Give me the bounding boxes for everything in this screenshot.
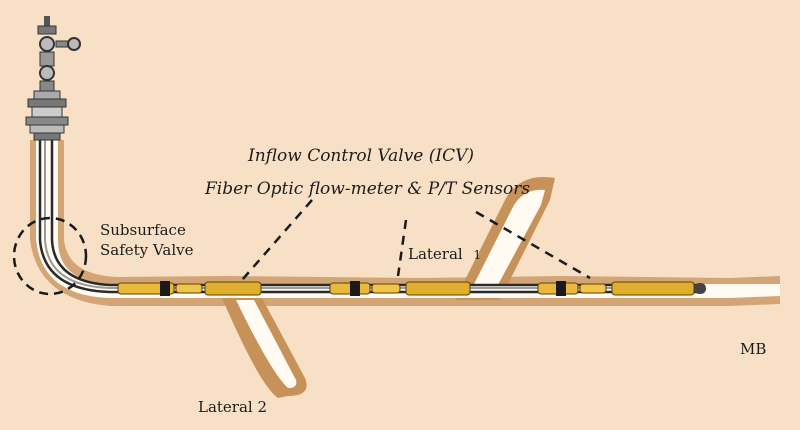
- sssv-label-line-1: Subsurface: [100, 221, 186, 239]
- leader-line-tool-2: [396, 219, 408, 277]
- sssv-highlight: [12, 216, 88, 296]
- completion-tools: [117, 281, 706, 296]
- fiber-optic-label: Fiber Optic flow-meter & P/T Sensors: [205, 179, 531, 199]
- leader-line-tool-1: [241, 199, 313, 281]
- mb-label: MB: [740, 340, 767, 358]
- icv-label: Inflow Control Valve (ICV): [248, 146, 475, 166]
- tool-segment: [611, 281, 695, 296]
- lateral-1-label: Lateral 1: [408, 245, 481, 263]
- packer: [556, 281, 566, 296]
- sssv-label-line-2: Safety Valve: [100, 241, 194, 259]
- leader-lines: [241, 199, 591, 281]
- tool-segment: [405, 281, 471, 296]
- tool-segment: [371, 283, 401, 294]
- leader-line-tool-3: [475, 210, 591, 280]
- packer: [160, 281, 170, 296]
- tool-segment: [204, 281, 262, 296]
- lateral-1-number: 1: [473, 248, 482, 262]
- lateral-1-text: Lateral: [408, 245, 463, 263]
- tool-segment: [579, 283, 607, 294]
- bull-nose: [694, 283, 706, 294]
- tool-segment: [175, 283, 203, 294]
- lateral-2-label: Lateral 2: [198, 398, 268, 416]
- wellhead: [25, 16, 81, 141]
- tubing-string: [38, 140, 700, 294]
- packer: [350, 281, 360, 296]
